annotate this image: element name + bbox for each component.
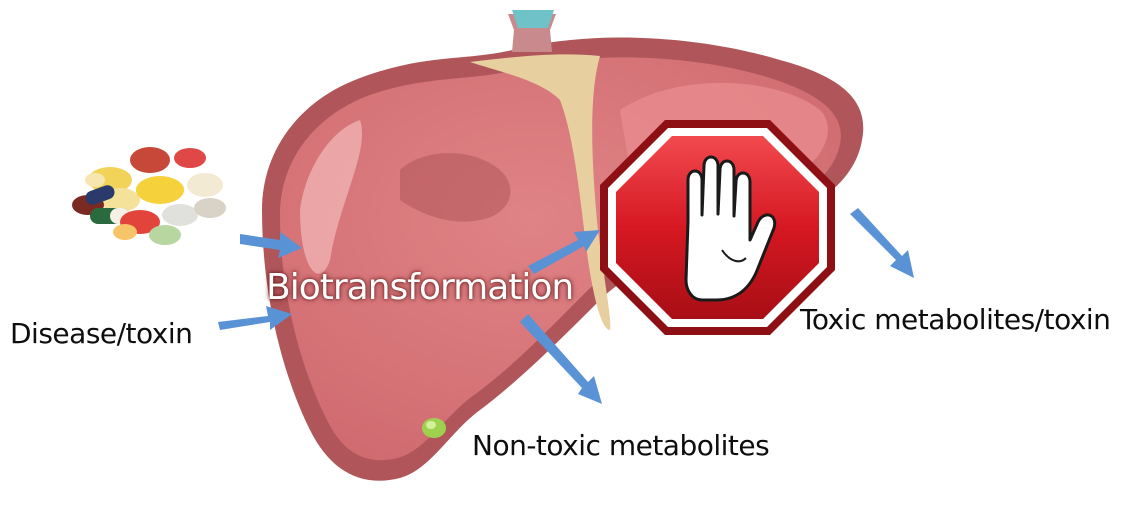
arrow-to-toxic-metabolites bbox=[850, 208, 914, 278]
toxic-metabolites-label: Toxic metabolites/toxin bbox=[800, 306, 1110, 334]
pills-icon bbox=[72, 147, 226, 245]
non-toxic-metabolites-label: Non-toxic metabolites bbox=[472, 432, 769, 460]
biotransformation-label: Biotransformation bbox=[266, 270, 573, 306]
disease-toxin-label: Disease/toxin bbox=[10, 320, 192, 348]
